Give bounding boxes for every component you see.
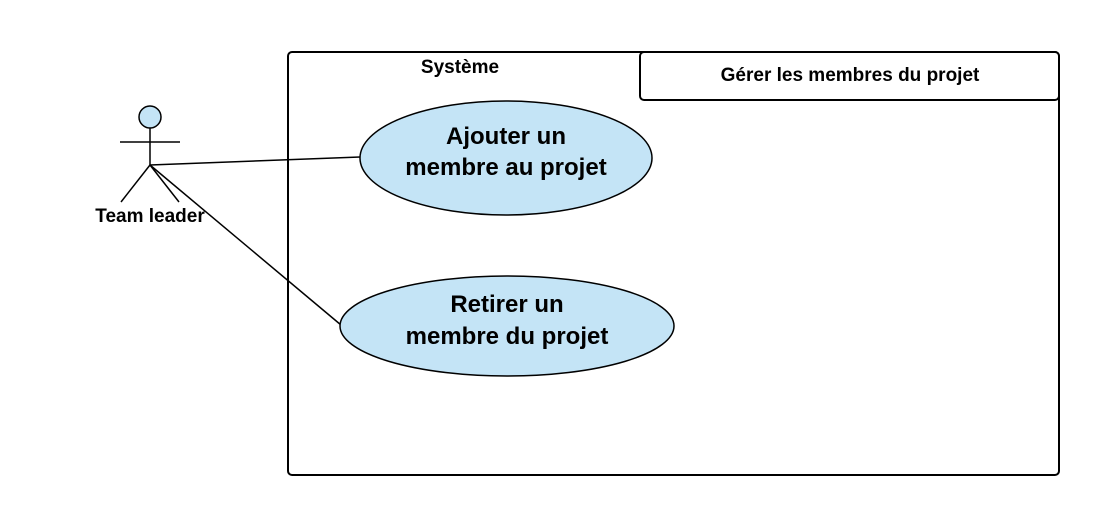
actor-right-leg — [149, 164, 180, 203]
actor-head — [138, 105, 162, 129]
use-case-add-member[interactable]: Ajouter un membre au projet — [359, 100, 653, 216]
use-case-label-line-1: Ajouter un — [446, 123, 566, 150]
use-case-label-line-1: Retirer un — [450, 291, 563, 318]
package-label: Gérer les membres du projet — [721, 65, 980, 86]
system-boundary-frame — [287, 51, 1060, 476]
actor-team-leader[interactable]: Team leader — [95, 105, 205, 227]
use-case-ellipse — [339, 275, 675, 377]
actor-left-leg — [120, 164, 151, 203]
use-case-label-line-2: membre du projet — [406, 323, 609, 350]
package-box-frame — [639, 51, 1060, 101]
association-line-remove-member — [149, 164, 342, 326]
stick-figure-actor-icon — [120, 105, 180, 203]
package-box[interactable]: Gérer les membres du projet — [639, 51, 1060, 101]
use-case-label-line-2: membre au projet — [405, 154, 606, 181]
association-line-add-member — [149, 156, 361, 166]
actor-name: Team leader — [95, 206, 205, 227]
system-boundary[interactable]: Système — [287, 51, 1060, 476]
system-label: Système — [421, 57, 499, 78]
use-case-ellipse — [359, 100, 653, 216]
use-case-remove-member[interactable]: Retirer un membre du projet — [339, 275, 675, 377]
